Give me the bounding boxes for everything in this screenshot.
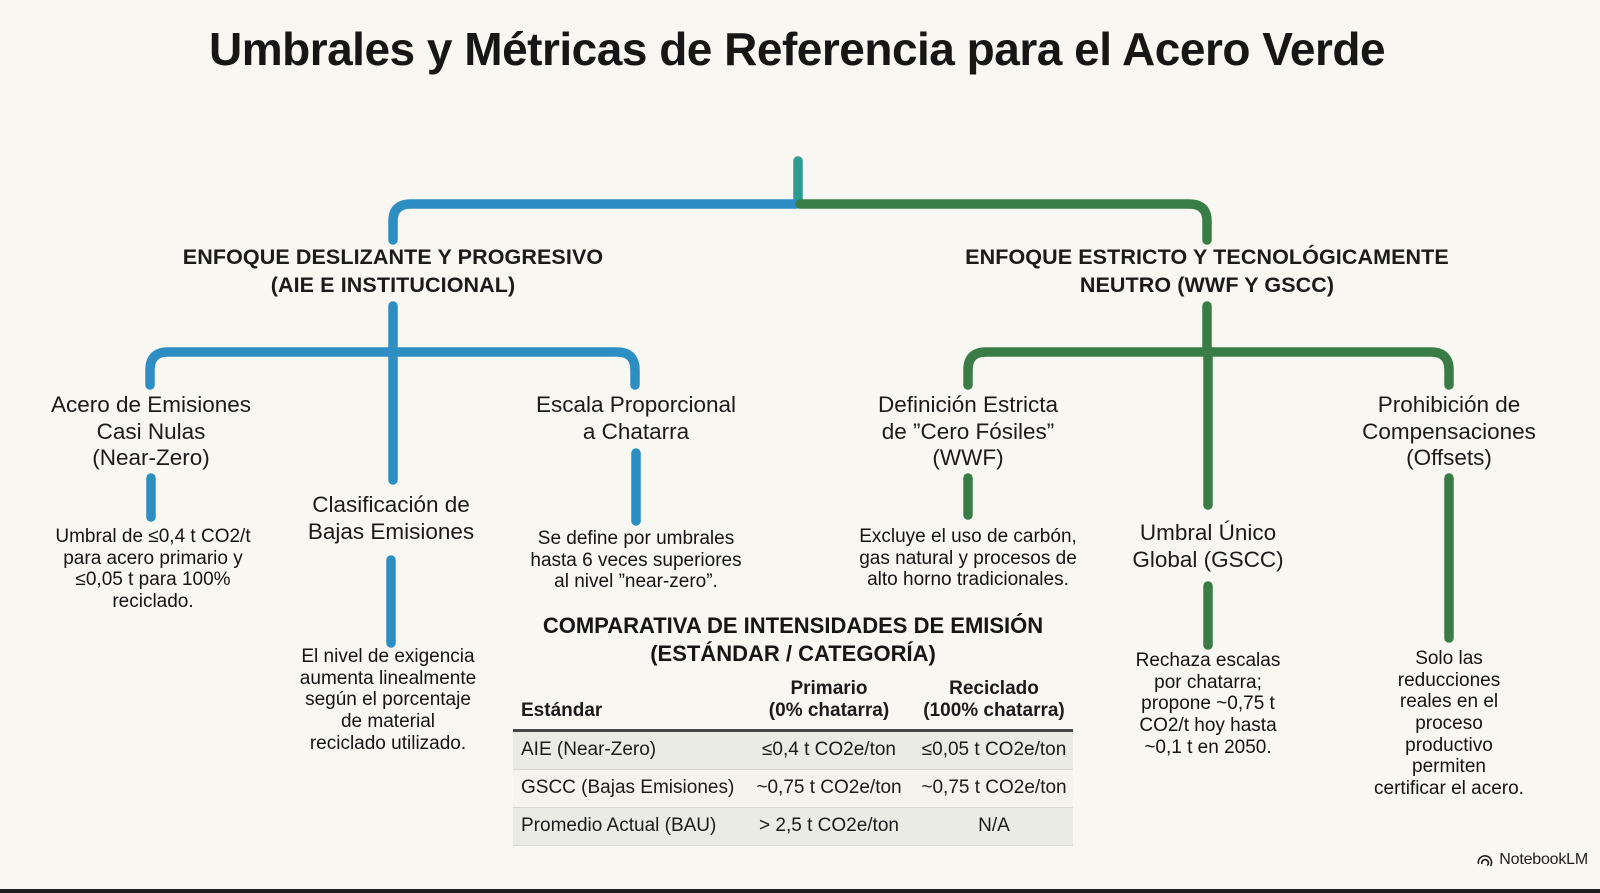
table-col-header-reciclado: Reciclado (100% chatarra)	[915, 678, 1073, 732]
table-row: GSCC (Bajas Emisiones) ~0,75 t CO2e/ton …	[513, 769, 1073, 808]
table-row: Promedio Actual (BAU) > 2,5 t CO2e/ton N…	[513, 807, 1073, 846]
table-col-header-estandar: Estándar	[513, 678, 743, 732]
node-offsets-description: Solo las reducciones reales en el proces…	[1374, 648, 1524, 799]
node-bajas-emisiones-heading: Clasificación de Bajas Emisiones	[307, 492, 475, 544]
node-umbral-unico-heading: Umbral Único Global (GSCC)	[1132, 520, 1284, 572]
notebooklm-watermark: NotebookLM	[1476, 851, 1588, 869]
table-header-row: Estándar Primario (0% chatarra) Reciclad…	[513, 678, 1073, 732]
table-cell: ≤0,05 t CO2e/ton	[915, 730, 1073, 770]
table-title: COMPARATIVA DE INTENSIDADES DE EMISIÓN (…	[542, 613, 1044, 666]
node-bajas-emisiones-description: El nivel de exigencia aumenta linealment…	[299, 646, 477, 754]
bottom-edge-strip	[0, 889, 1600, 893]
right-branch-heading: ENFOQUE ESTRICTO Y TECNOLÓGICAMENTE NEUT…	[965, 245, 1449, 297]
table-row: AIE (Near-Zero) ≤0,4 t CO2e/ton ≤0,05 t …	[513, 730, 1073, 770]
node-escala-chatarra-description: Se define por umbrales hasta 6 veces sup…	[530, 528, 742, 593]
node-near-zero-heading: Acero de Emisiones Casi Nulas (Near-Zero…	[50, 392, 252, 471]
node-umbral-unico-description: Rechaza escalas por chatarra; propone ~0…	[1135, 650, 1281, 758]
table-cell: ~0,75 t CO2e/ton	[743, 769, 915, 808]
table-col-header-primario: Primario (0% chatarra)	[743, 678, 915, 732]
table-cell: GSCC (Bajas Emisiones)	[513, 769, 743, 808]
node-cero-fosiles-heading: Definición Estricta de ”Cero Fósiles” (W…	[877, 392, 1059, 471]
top-bar-left	[388, 199, 801, 245]
table-cell: AIE (Near-Zero)	[513, 730, 743, 770]
table-cell: Promedio Actual (BAU)	[513, 807, 743, 846]
node-escala-chatarra-heading: Escala Proporcional a Chatarra	[535, 392, 737, 444]
table-cell: N/A	[915, 807, 1073, 846]
emissions-comparison-table: Estándar Primario (0% chatarra) Reciclad…	[513, 678, 1073, 846]
node-near-zero-description: Umbral de ≤0,4 t CO2/t para acero primar…	[55, 526, 251, 612]
notebooklm-brand-label: NotebookLM	[1499, 851, 1588, 868]
table-cell: > 2,5 t CO2e/ton	[743, 807, 915, 846]
table-cell: ≤0,4 t CO2e/ton	[743, 730, 915, 770]
node-offsets-heading: Prohibición de Compensaciones (Offsets)	[1362, 392, 1536, 471]
notebooklm-logo-icon	[1476, 851, 1494, 869]
page-title: Umbrales y Métricas de Referencia para e…	[208, 23, 1386, 75]
left-branch-heading: ENFOQUE DESLIZANTE Y PROGRESIVO (AIE E I…	[182, 245, 604, 297]
table-cell: ~0,75 t CO2e/ton	[915, 769, 1073, 808]
top-bar-right	[795, 199, 1212, 245]
node-cero-fosiles-description: Excluye el uso de carbón, gas natural y …	[859, 526, 1077, 591]
